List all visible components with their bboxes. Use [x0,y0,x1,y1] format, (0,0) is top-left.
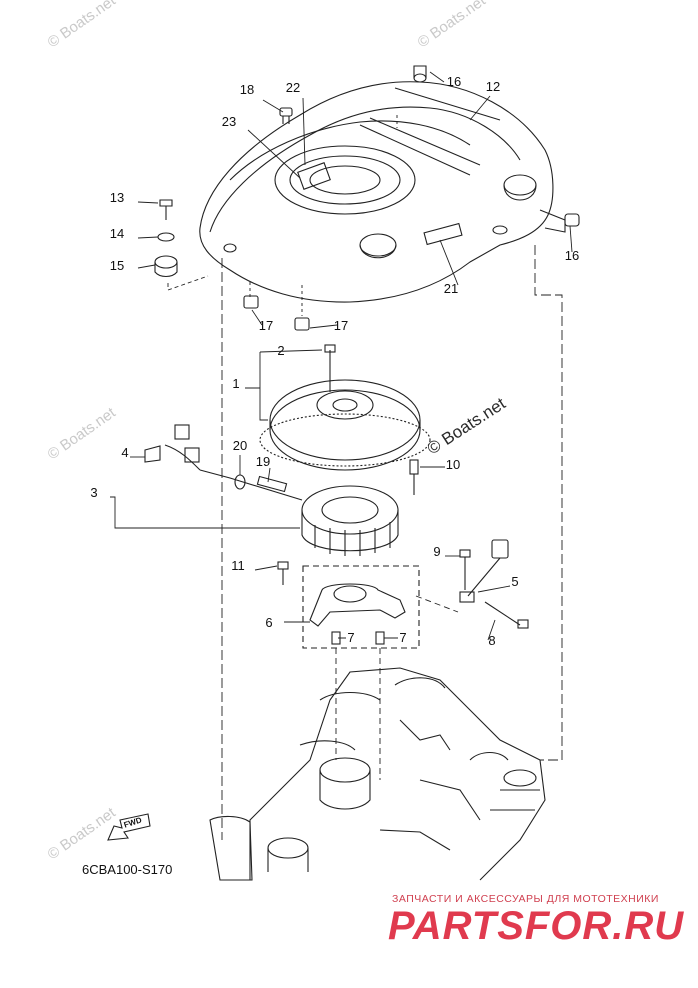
callout-c18: 18 [240,82,254,97]
callout-c7a: 7 [347,630,354,645]
stator-bracket [277,561,420,649]
engine-block [209,667,546,881]
callout-c16a: 16 [447,74,461,89]
callout-c23: 23 [222,114,236,129]
callout-c11: 11 [231,558,245,573]
boats-net-watermark: © Boats.net [424,394,509,459]
flywheel [259,344,431,471]
callout-c17b: 17 [334,318,348,333]
flywheel-cover [199,65,566,303]
callout-c21: 21 [444,281,458,296]
callout-c14: 14 [110,226,124,241]
callout-c2: 2 [277,343,284,358]
watermark-layer: © Boats.net© Boats.net© Boats.net© Boats… [45,0,490,863]
callout-c17a: 17 [259,318,273,333]
callout-c22: 22 [286,80,300,95]
callout-c7b: 7 [399,630,406,645]
callout-c3: 3 [90,485,97,500]
callout-c12: 12 [486,79,500,94]
watermark-wm1: © Boats.net [45,0,120,51]
brand-tagline: ЗАПЧАСТИ И АКСЕССУАРЫ ДЛЯ МОТОТЕХНИКИ [392,893,659,905]
cover-bolt-set [154,107,580,331]
callout-c4: 4 [121,445,128,460]
callout-c5: 5 [511,574,518,589]
watermark-wm3: © Boats.net [45,404,120,463]
callout-c16b: 16 [565,248,579,263]
brand-logo[interactable]: PARTSFOR.RU [388,904,685,948]
callout-c6: 6 [265,615,272,630]
leader-lines [110,71,573,840]
stator [144,424,419,556]
callout-c1: 1 [232,376,239,391]
watermark-wm2: © Boats.net [415,0,490,51]
callout-c20: 20 [233,438,247,453]
callout-c15: 15 [110,258,124,273]
fwd-arrow-icon: FWD [107,813,151,841]
callout-c9: 9 [433,544,440,559]
callout-c10: 10 [446,457,460,472]
callout-c8: 8 [488,633,495,648]
diagram-code: 6CBA100-S170 [82,862,173,877]
callout-c19: 19 [256,454,270,469]
pulser-coil [459,539,529,629]
callout-c13: 13 [110,190,124,205]
